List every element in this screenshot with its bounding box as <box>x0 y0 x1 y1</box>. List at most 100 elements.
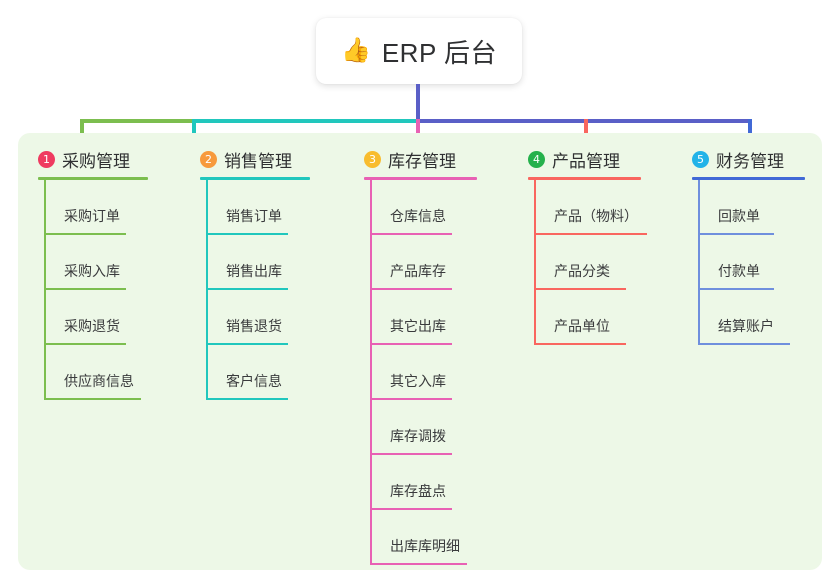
list-item[interactable]: 库存盘点 <box>364 455 477 510</box>
list-item-rule <box>44 288 126 290</box>
list-item[interactable]: 销售出库 <box>200 235 310 290</box>
list-item-label: 库存盘点 <box>390 483 446 499</box>
list-item[interactable]: 结算账户 <box>692 290 805 345</box>
column-header-5[interactable]: 5 财务管理 <box>692 148 805 171</box>
column-items: 销售订单销售出库销售退货客户信息 <box>200 180 310 400</box>
list-item[interactable]: 其它出库 <box>364 290 477 345</box>
connector-bus-segment <box>416 119 750 123</box>
list-item[interactable]: 产品分类 <box>528 235 641 290</box>
list-item-rule <box>370 233 452 235</box>
column-badge-1: 1 <box>38 150 55 168</box>
column-spine <box>206 180 208 400</box>
list-item[interactable]: 销售订单 <box>200 180 310 235</box>
list-item-label: 仓库信息 <box>390 208 446 224</box>
column-title: 销售管理 <box>224 151 292 171</box>
list-item[interactable]: 客户信息 <box>200 345 310 400</box>
list-item-label: 产品库存 <box>390 263 446 279</box>
list-item-rule <box>206 233 288 235</box>
column-header-4[interactable]: 4 产品管理 <box>528 148 641 171</box>
column-badge-4: 4 <box>528 150 545 168</box>
list-item[interactable]: 产品单位 <box>528 290 641 345</box>
list-item-label: 客户信息 <box>226 373 282 389</box>
column-2: 2 销售管理销售订单销售出库销售退货客户信息 <box>200 148 310 400</box>
list-item-label: 付款单 <box>718 263 760 279</box>
list-item-label: 供应商信息 <box>64 373 134 389</box>
list-item-rule <box>44 398 141 400</box>
list-item[interactable]: 回款单 <box>692 180 805 235</box>
list-item[interactable]: 付款单 <box>692 235 805 290</box>
root-title: ERP 后台 <box>381 37 498 68</box>
connector-drop <box>80 119 84 146</box>
column-items: 采购订单采购入库采购退货供应商信息 <box>38 180 148 400</box>
list-item[interactable]: 产品库存 <box>364 235 477 290</box>
root-node[interactable]: 👍 ERP 后台 <box>316 18 522 84</box>
connector-drop <box>584 119 588 146</box>
list-item-rule <box>370 288 452 290</box>
column-spine <box>370 180 372 565</box>
column-5: 5 财务管理回款单付款单结算账户 <box>692 148 805 345</box>
list-item-label: 结算账户 <box>718 318 774 334</box>
list-item[interactable]: 其它入库 <box>364 345 477 400</box>
column-badge-5: 5 <box>692 150 709 168</box>
column-rule <box>200 177 310 180</box>
list-item-rule <box>534 233 647 235</box>
list-item-rule <box>534 343 626 345</box>
column-title: 采购管理 <box>62 151 130 171</box>
connector-drop <box>416 119 420 146</box>
list-item-rule <box>44 233 126 235</box>
column-items: 回款单付款单结算账户 <box>692 180 805 345</box>
list-item[interactable]: 销售退货 <box>200 290 310 345</box>
column-rule <box>528 177 641 180</box>
list-item[interactable]: 供应商信息 <box>38 345 148 400</box>
column-header-1[interactable]: 1 采购管理 <box>38 148 148 171</box>
list-item[interactable]: 采购入库 <box>38 235 148 290</box>
column-title: 产品管理 <box>552 151 620 171</box>
connector-bus-segment <box>192 119 416 123</box>
list-item-label: 其它入库 <box>390 373 446 389</box>
list-item[interactable]: 采购退货 <box>38 290 148 345</box>
list-item[interactable]: 产品（物料） <box>528 180 647 235</box>
list-item-rule <box>370 563 467 565</box>
list-item-rule <box>698 233 774 235</box>
list-item-rule <box>206 343 288 345</box>
column-items: 仓库信息产品库存其它出库其它入库库存调拨库存盘点出库库明细 <box>364 180 477 565</box>
connector-root-stem <box>416 84 420 123</box>
content-panel <box>18 133 822 570</box>
list-item-rule <box>44 343 126 345</box>
list-item-label: 销售退货 <box>226 318 282 334</box>
connector-bus-segment <box>80 119 192 123</box>
list-item-rule <box>534 288 626 290</box>
list-item-rule <box>370 398 452 400</box>
list-item-rule <box>370 343 452 345</box>
list-item-label: 库存调拨 <box>390 428 446 444</box>
list-item-label: 产品分类 <box>554 263 610 279</box>
list-item[interactable]: 采购订单 <box>38 180 148 235</box>
column-4: 4 产品管理产品（物料） 产品分类产品单位 <box>528 148 647 345</box>
list-item-label: 采购退货 <box>64 318 120 334</box>
list-item[interactable]: 库存调拨 <box>364 400 477 455</box>
column-rule <box>38 177 148 180</box>
thumbs-up-icon: 👍 <box>340 37 371 64</box>
list-item[interactable]: 仓库信息 <box>364 180 477 235</box>
list-item[interactable]: 出库库明细 <box>364 510 477 565</box>
list-item-label: 产品（物料） <box>554 208 638 224</box>
list-item-label: 销售出库 <box>226 263 282 279</box>
column-spine <box>698 180 700 345</box>
list-item-rule <box>698 288 774 290</box>
list-item-rule <box>206 288 288 290</box>
list-item-rule <box>370 453 452 455</box>
column-title: 财务管理 <box>716 151 784 171</box>
list-item-label: 其它出库 <box>390 318 446 334</box>
column-spine <box>44 180 46 400</box>
list-item-rule <box>698 343 790 345</box>
column-header-2[interactable]: 2 销售管理 <box>200 148 310 171</box>
column-badge-2: 2 <box>200 150 217 168</box>
list-item-label: 产品单位 <box>554 318 610 334</box>
column-spine <box>534 180 536 345</box>
column-rule <box>364 177 477 180</box>
list-item-label: 销售订单 <box>226 208 282 224</box>
column-1: 1 采购管理采购订单采购入库采购退货供应商信息 <box>38 148 148 400</box>
